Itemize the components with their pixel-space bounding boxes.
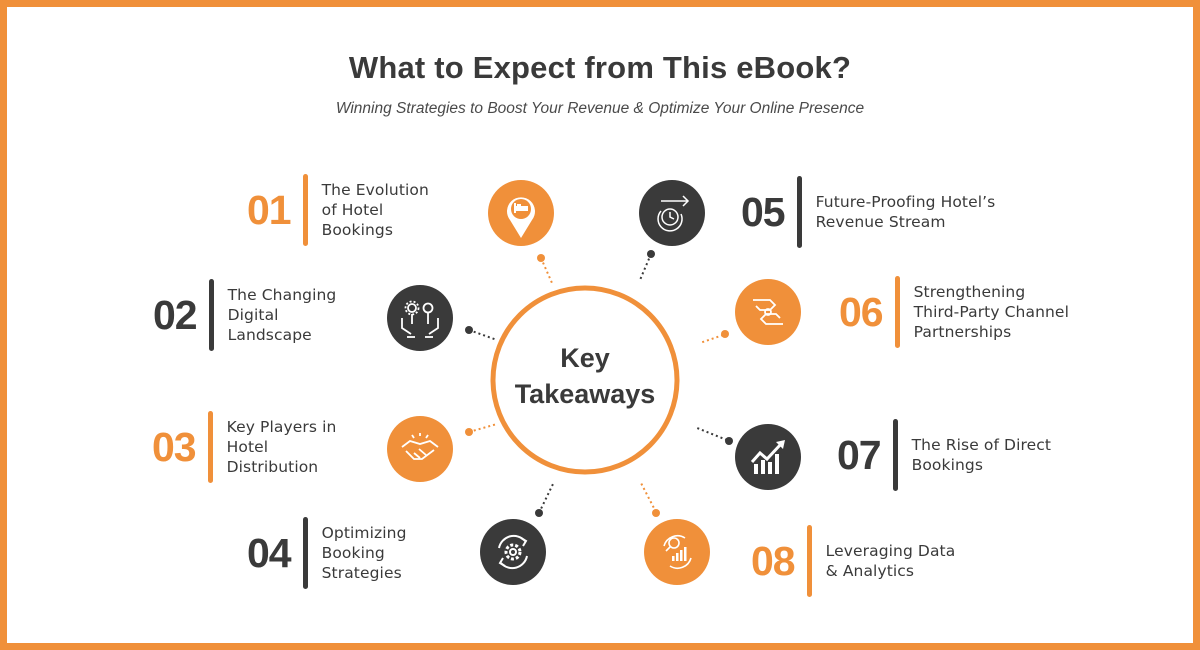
item-label: The Rise of Direct Bookings [911,436,1052,474]
takeaway-item-02: 02 The Changing Digital Landscape [153,279,336,351]
connector-dots [465,250,733,517]
item-label: Future-Proofing Hotel’s Revenue Stream [815,193,996,231]
item-label: Optimizing Booking Strategies [321,524,407,582]
item-divider [208,279,214,351]
center-title: Key Takeaways [493,340,677,412]
item-label: Key Players in Hotel Distribution [226,418,337,476]
clock-forward-arrow-icon [639,180,705,246]
item-number: 01 [247,186,292,233]
takeaway-item-01: 01 The Evolution of Hotel Bookings [247,174,429,246]
item-label: Leveraging Data & Analytics [825,542,956,580]
connectors [468,253,728,514]
item-number: 08 [751,537,796,584]
item-divider [894,276,900,348]
item-divider [302,174,308,246]
item-divider [207,411,213,483]
takeaway-item-03: 03 Key Players in Hotel Distribution [152,411,336,483]
hotel-location-pin-icon [488,180,554,246]
item-label: Strengthening Third-Party Channel Partne… [913,283,1069,341]
item-number: 02 [153,291,198,338]
item-number: 04 [247,529,292,576]
hands-exchange-icon [735,279,801,345]
item-number: 07 [837,431,882,478]
item-label: The Evolution of Hotel Bookings [321,181,429,239]
item-divider [302,517,308,589]
item-divider [892,419,898,491]
item-divider [796,176,802,248]
handshake-icon [387,416,453,482]
center-title-line-2: Takeaways [514,379,656,409]
item-number: 06 [839,288,884,335]
takeaway-item-04: 04 Optimizing Booking Strategies [247,517,407,589]
gear-refresh-icon [480,519,546,585]
item-divider [806,525,812,597]
growth-chart-icon [735,424,801,490]
item-label: The Changing Digital Landscape [227,286,337,344]
center-title-line-1: Key [560,343,610,373]
takeaway-item-07: 07 The Rise of Direct Bookings [837,419,1051,491]
takeaway-item-06: 06 Strengthening Third-Party Channel Par… [839,276,1069,348]
data-analytics-icon [644,519,710,585]
item-number: 05 [741,188,786,235]
item-number: 03 [152,423,197,470]
takeaway-item-08: 08 Leveraging Data & Analytics [751,525,955,597]
page-subtitle: Winning Strategies to Boost Your Revenue… [335,100,865,117]
center-ring [490,285,680,475]
page-title: What to Expect from This eBook? [348,50,852,85]
takeaway-item-05: 05 Future-Proofing Hotel’s Revenue Strea… [741,176,995,248]
hands-gear-lightbulb-icon [387,285,453,351]
